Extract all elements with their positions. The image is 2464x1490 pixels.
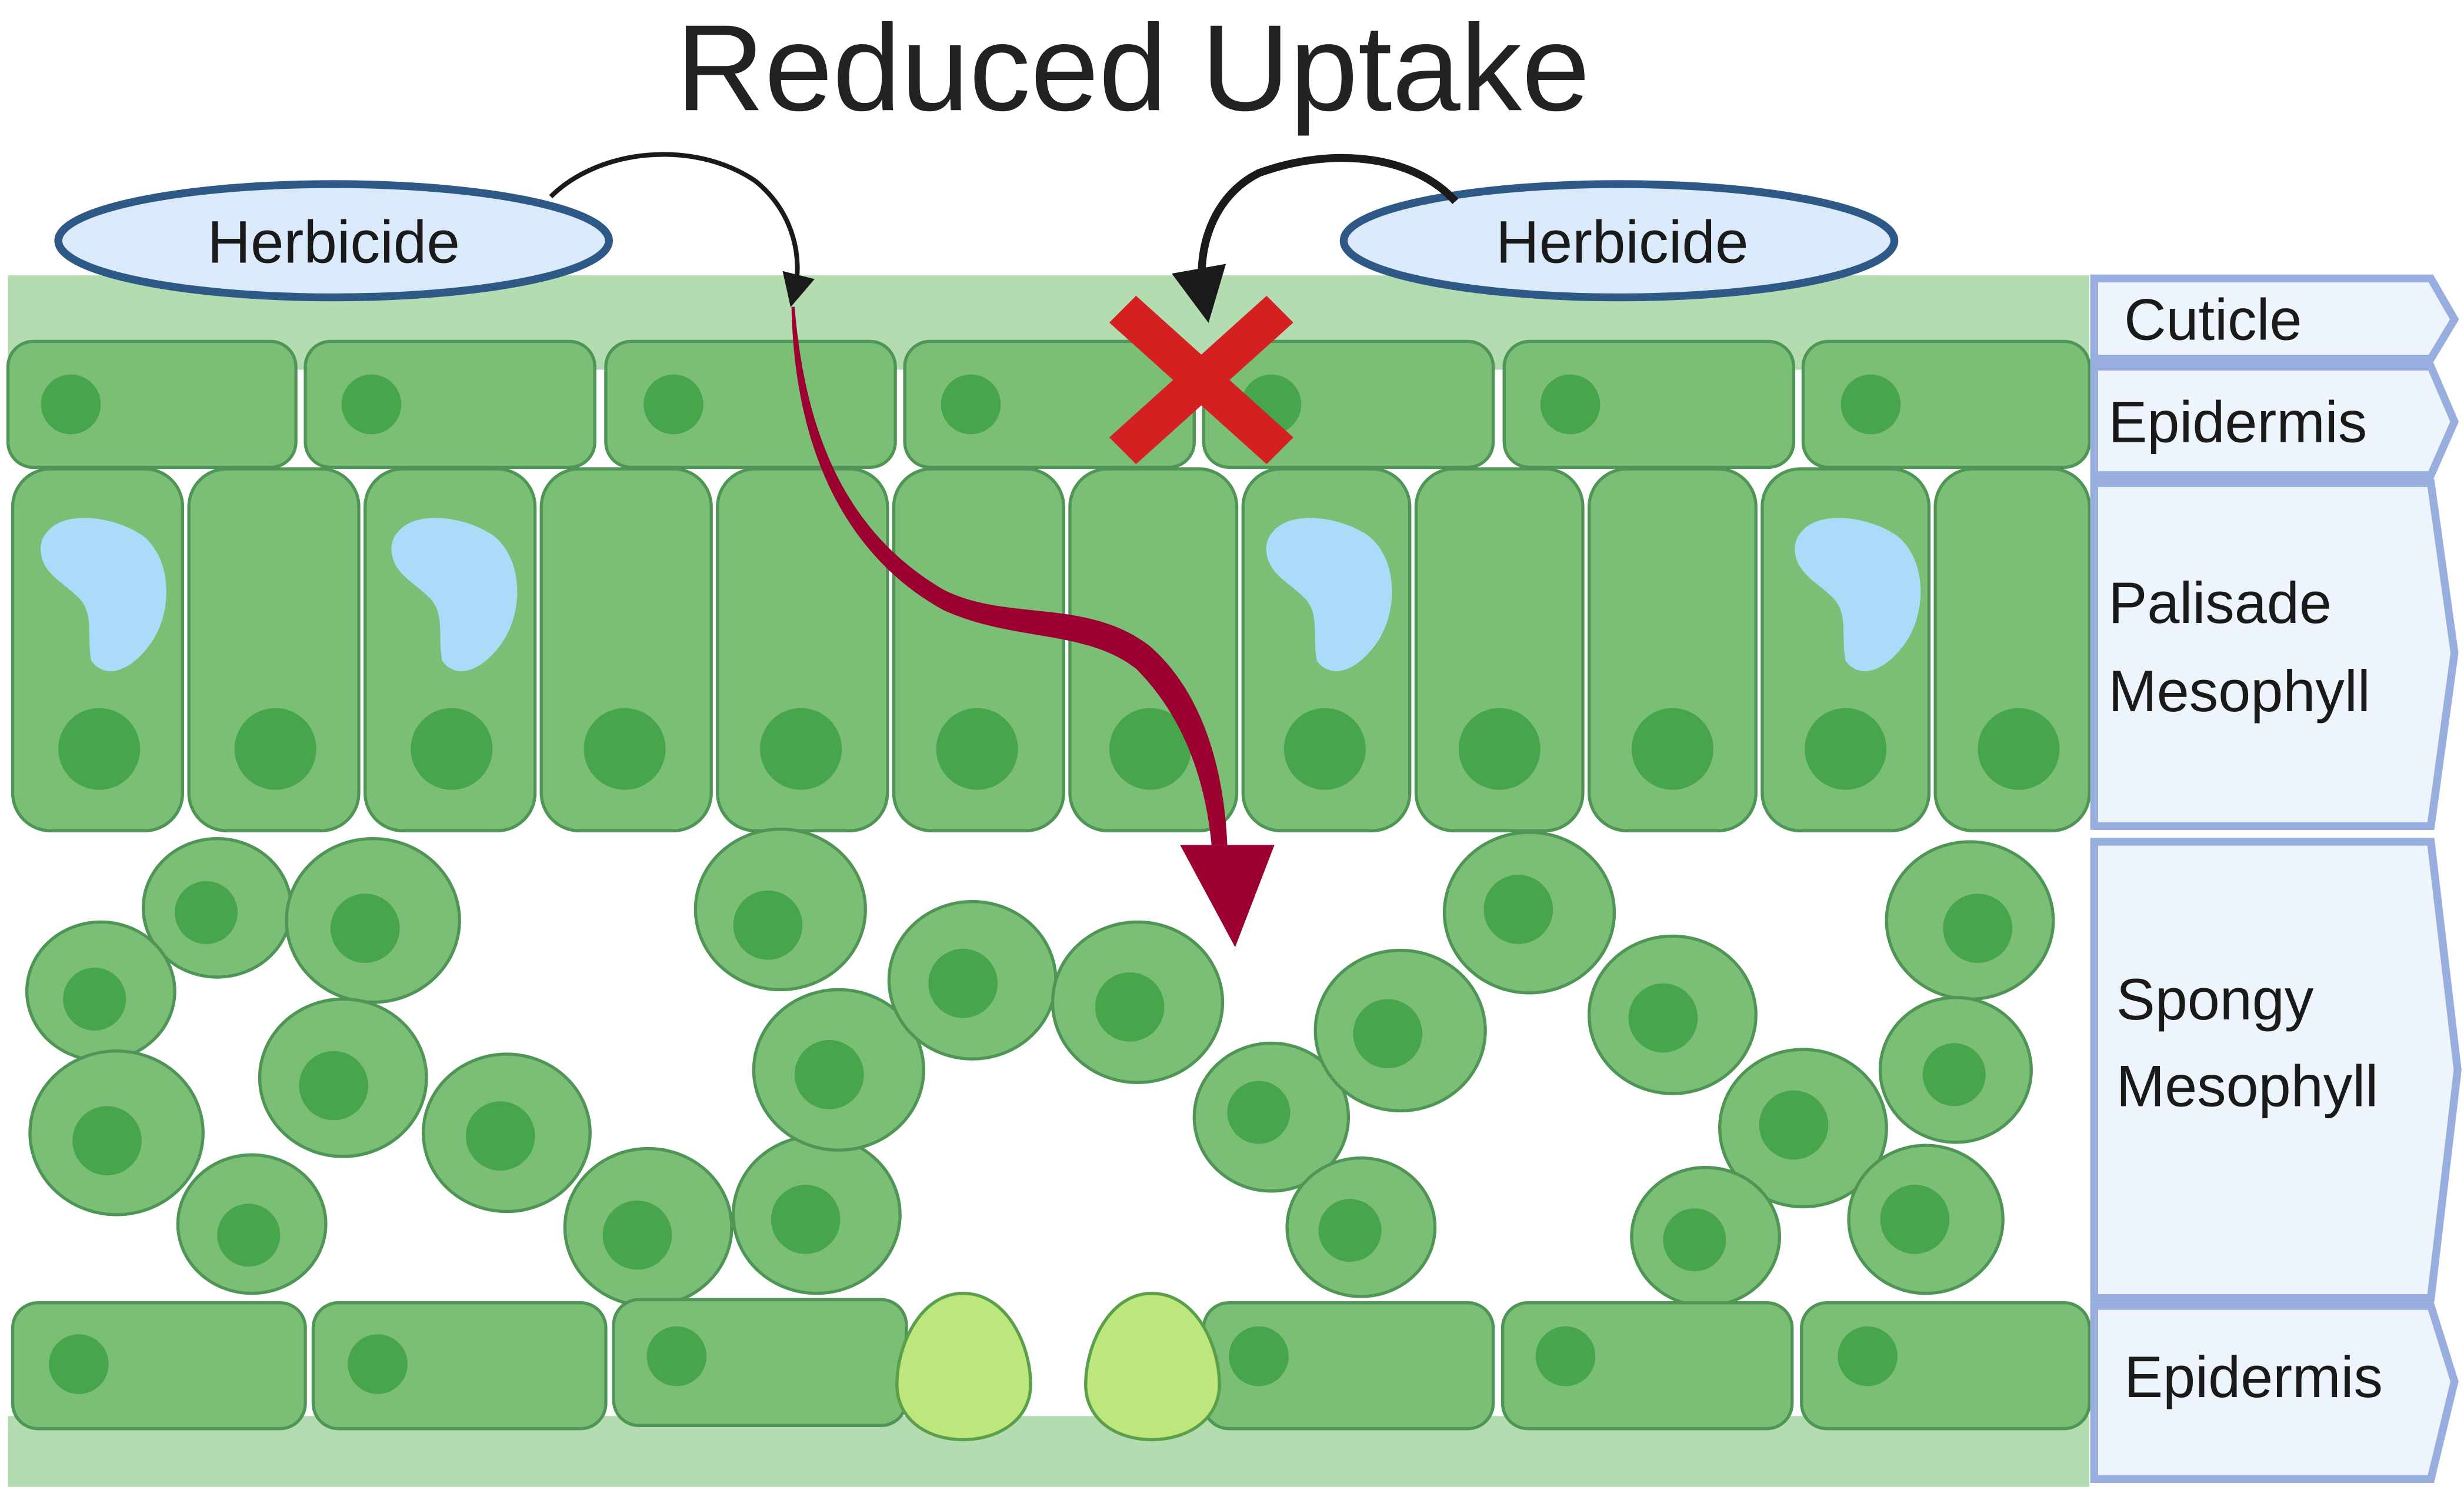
guard-cell-left [895,1291,1032,1442]
nucleus [49,1334,109,1394]
palisade-cell [1414,467,1585,832]
epidermis-cell [1801,339,2091,469]
nucleus [1318,1199,1382,1262]
nucleus [941,374,1001,435]
nucleus [1922,1043,1986,1106]
epidermis-bottom-label-box [2090,1302,2459,1483]
nucleus [348,1334,408,1394]
lower-epidermis-nuclei [49,1326,1898,1394]
nucleus [1759,1090,1829,1160]
herbicide-left-label: Herbicide [208,209,460,276]
nucleus [234,708,316,790]
nucleus [72,1106,142,1176]
nucleus [465,1101,535,1171]
left-entry-arrow [549,152,815,308]
label-palisade-1: Palisade [2108,570,2332,635]
nucleus [1458,708,1541,790]
epidermis-cell [604,339,897,469]
upper-epidermis [6,339,2091,469]
herbicide-left: Herbicide [54,180,613,302]
nucleus [1663,1208,1726,1272]
guard-cell-right [1084,1291,1221,1442]
label-epidermis-bottom: Epidermis [2124,1344,2383,1409]
spongy-label-box [2090,838,2462,1302]
nucleus [217,1204,281,1267]
nucleus [602,1200,672,1270]
nucleus [1943,894,2013,963]
epidermis-top-label-box [2090,362,2459,479]
nucleus [1838,1326,1898,1386]
nucleus [411,708,493,790]
uptake-arrow-head [1180,845,1275,948]
nucleus [1978,708,2060,790]
palisade-cell [892,467,1065,832]
nucleus [1841,374,1901,435]
nucleus [41,374,101,435]
diagram-title: Reduced Uptake [676,0,1590,136]
nucleus [1880,1185,1950,1254]
nucleus [299,1051,369,1121]
nucleus [1628,983,1698,1053]
herbicide-right: Herbicide [1339,180,1899,302]
nucleus [771,1185,841,1254]
label-spongy-1: Spongy [2116,966,2314,1032]
nucleus [646,1326,707,1386]
nucleus [1535,1326,1596,1386]
spongy-nuclei [63,875,2013,1272]
nucleus [1283,708,1366,790]
nucleus [330,894,400,963]
nucleus [1229,1326,1289,1386]
vacuole [1795,518,1921,671]
label-cuticle: Cuticle [2124,287,2302,352]
palisade-label-box [2090,479,2459,830]
layer-labels [2090,274,2462,1483]
layer-label-text: Cuticle Epidermis Palisade Mesophyll Spo… [2108,287,2383,1409]
nucleus [928,948,998,1018]
nucleus [733,890,803,960]
nucleus [341,374,402,435]
cuticle-label-box [2090,274,2459,363]
nucleus [760,708,842,790]
palisade-cell [539,467,713,832]
vacuoles [41,518,1921,671]
lower-epidermis [11,1298,2091,1431]
nucleus [1095,972,1165,1042]
palisade-cell [187,467,361,832]
herbicide-right-label: Herbicide [1496,209,1748,276]
nucleus [58,708,141,790]
palisade-mesophyll [11,467,2091,832]
right-entry-arrow [1172,154,1459,323]
nucleus [1805,708,1887,790]
label-epidermis-top: Epidermis [2108,389,2367,455]
nucleus [175,881,238,944]
epidermis-cell [311,1301,608,1431]
upper-epidermis-nuclei [41,374,1901,435]
vacuole [391,518,518,671]
nucleus [936,708,1018,790]
nucleus [643,374,703,435]
blocked-x-mark [1109,295,1293,465]
label-spongy-2: Mesophyll [2116,1053,2378,1118]
epidermis-cell [6,339,298,469]
nucleus [1631,708,1713,790]
palisade-nuclei [58,708,2060,790]
nucleus [1353,999,1423,1069]
label-palisade-2: Mesophyll [2108,658,2370,724]
nucleus [1483,875,1553,944]
vacuole [41,518,166,671]
nucleus [1227,1081,1291,1144]
stoma-guard-cells [895,1291,1221,1442]
epidermis-cell [11,1301,307,1431]
nucleus [63,967,126,1031]
vacuole [1266,518,1392,671]
nucleus [584,708,666,790]
palisade-cell [1587,467,1758,832]
nucleus [794,1040,864,1109]
nucleus [1540,374,1601,435]
nucleus [1109,708,1191,790]
